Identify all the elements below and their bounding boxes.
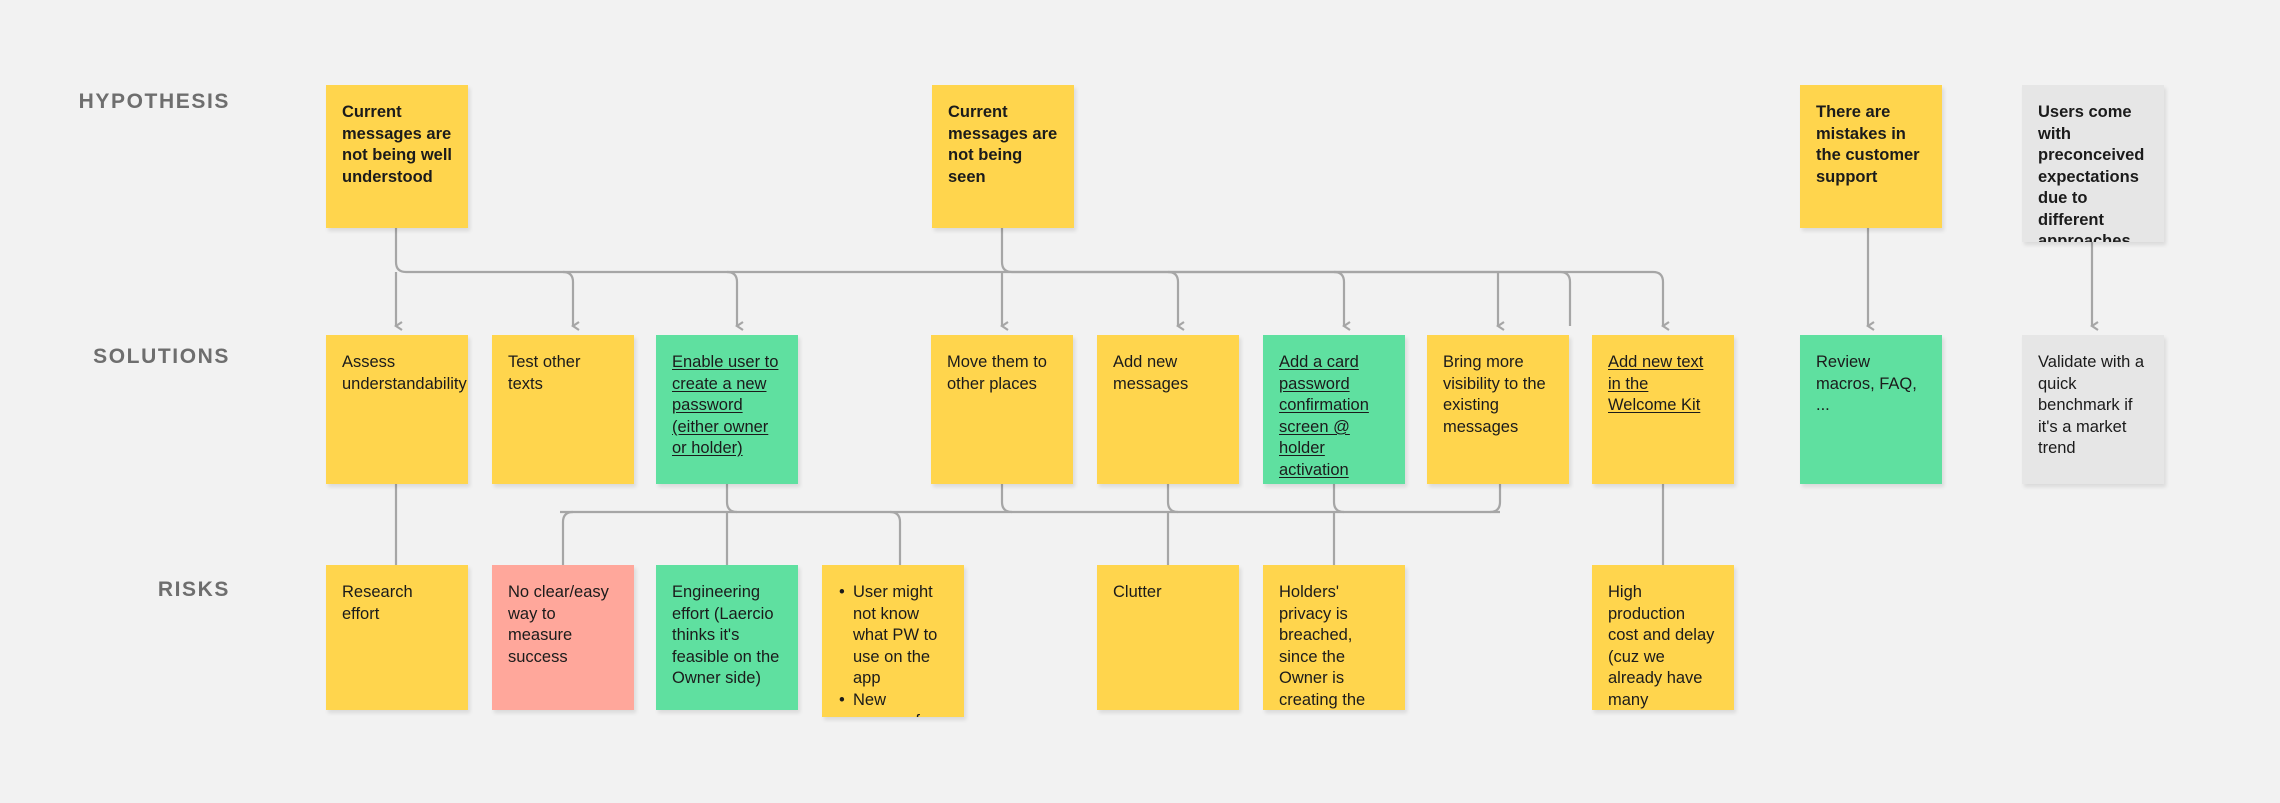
- hypothesis-note[interactable]: Users come with preconceived expectation…: [2022, 85, 2164, 242]
- note-text: Clutter: [1113, 583, 1162, 601]
- note-text: Engineering effort (Laercio thinks it's …: [672, 583, 780, 687]
- solution-note[interactable]: Add a card password confirmation screen …: [1263, 335, 1405, 484]
- solution-note[interactable]: Test other texts: [492, 335, 634, 484]
- note-text: Validate with a quick benchmark if it's …: [2038, 353, 2145, 457]
- note-text: Users come with preconceived expectation…: [2038, 103, 2145, 242]
- hypothesis-note[interactable]: Current messages are not being well unde…: [326, 85, 468, 228]
- note-text: Add a card password confirmation screen …: [1279, 353, 1369, 479]
- note-text: Review macros, FAQ, ...: [1816, 353, 1917, 414]
- note-text: Test other texts: [508, 353, 581, 393]
- note-text: Research effort: [342, 583, 413, 623]
- solution-note[interactable]: Bring more visibility to the existing me…: [1427, 335, 1569, 484]
- note-text: High production cost and delay (cuz we a…: [1608, 583, 1715, 709]
- note-text: No clear/easy way to measure success: [508, 583, 609, 666]
- note-text: Assess understandability: [342, 353, 467, 393]
- risk-note[interactable]: No clear/easy way to measure success: [492, 565, 634, 710]
- note-text: Bring more visibility to the existing me…: [1443, 353, 1546, 436]
- note-text: Move them to other places: [947, 353, 1047, 393]
- solution-note[interactable]: Review macros, FAQ, ...: [1800, 335, 1942, 484]
- risk-note[interactable]: Engineering effort (Laercio thinks it's …: [656, 565, 798, 710]
- solution-note[interactable]: Enable user to create a new password (ei…: [656, 335, 798, 484]
- risk-note[interactable]: Clutter: [1097, 565, 1239, 710]
- note-text: Add new text in the Welcome Kit: [1608, 353, 1704, 414]
- row-label-solutions: SOLUTIONS: [93, 345, 230, 368]
- note-text: Holders' privacy is breached, since the …: [1279, 583, 1366, 709]
- note-text: Enable user to create a new password (ei…: [672, 353, 779, 457]
- note-text: Current messages are not being seen: [948, 103, 1058, 186]
- solution-note[interactable]: Add new messages: [1097, 335, 1239, 484]
- list-item: User might not know what PW to use on th…: [838, 582, 948, 690]
- row-label-risks: RISKS: [157, 578, 230, 601]
- risk-bullet-list: User might not know what PW to use on th…: [838, 582, 948, 717]
- risk-note[interactable]: Research effort: [326, 565, 468, 710]
- solution-note[interactable]: Add new text in the Welcome Kit: [1592, 335, 1734, 484]
- solution-note[interactable]: Validate with a quick benchmark if it's …: [2022, 335, 2164, 484]
- note-text: There are mistakes in the customer suppo…: [1816, 103, 1920, 186]
- risk-note[interactable]: User might not know what PW to use on th…: [822, 565, 964, 717]
- risk-note[interactable]: Holders' privacy is breached, since the …: [1263, 565, 1405, 710]
- risk-note[interactable]: High production cost and delay (cuz we a…: [1592, 565, 1734, 710]
- solution-note[interactable]: Move them to other places: [931, 335, 1073, 484]
- row-label-hypothesis: HYPOTHESIS: [78, 90, 230, 113]
- solution-note[interactable]: Assess understandability: [326, 335, 468, 484]
- note-text: Add new messages: [1113, 353, 1189, 393]
- note-text: Current messages are not being well unde…: [342, 103, 452, 186]
- hypothesis-note[interactable]: Current messages are not being seen: [932, 85, 1074, 228]
- list-item: New process for ops: [838, 690, 948, 718]
- hypothesis-note[interactable]: There are mistakes in the customer suppo…: [1800, 85, 1942, 228]
